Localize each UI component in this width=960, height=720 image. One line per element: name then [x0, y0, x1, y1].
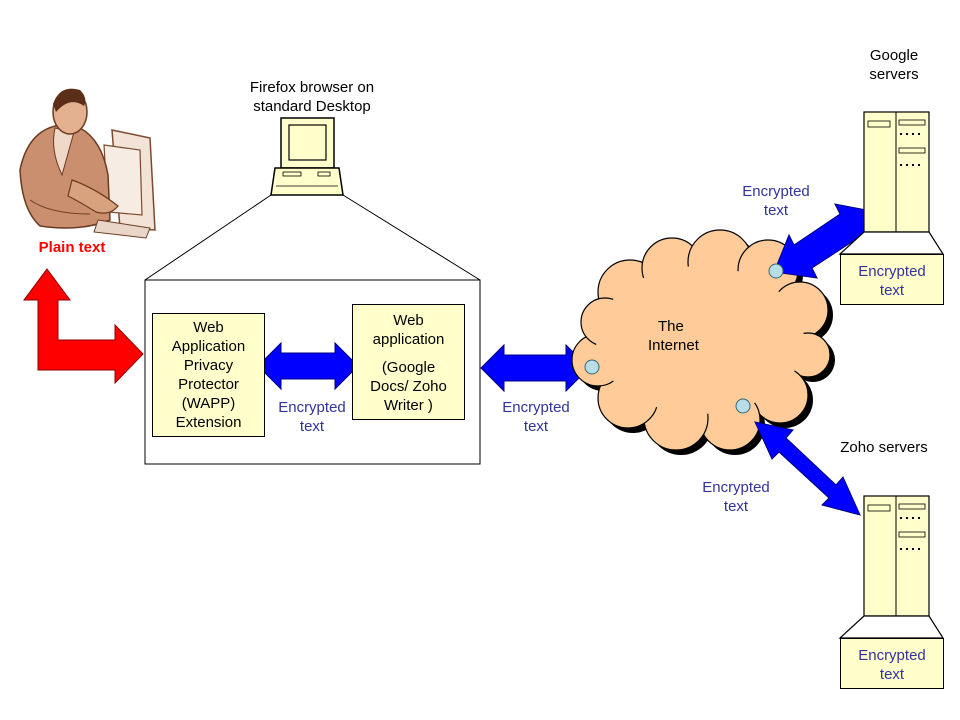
wapp-line: Extension [175, 414, 242, 431]
web-application-box: Web application (Google Docs/ Zoho Write… [352, 304, 465, 420]
internet-label: The Internet [648, 318, 699, 354]
google-encrypted-box: Encrypted text [840, 254, 944, 305]
connection-dot-zoho [735, 398, 751, 414]
connection-dot-webapp [584, 359, 600, 375]
wapp-line: Privacy [183, 357, 234, 374]
blue-arrow-internet-zoho [754, 421, 861, 516]
wapp-extension-box: Web Application Privacy Protector (WAPP)… [152, 313, 265, 437]
encrypted-text-label-2: Encrypted text [502, 399, 570, 435]
webapp-detail-line: (Google [381, 359, 436, 376]
wapp-line: Application [171, 338, 246, 355]
person-at-computer-icon [19, 88, 156, 239]
encrypted-text-label-1: Encrypted text [278, 399, 346, 435]
wapp-line: (WAPP) [181, 395, 236, 412]
browser-projection-line-right [342, 194, 481, 281]
webapp-title-line: application [372, 331, 445, 348]
connection-dot-google [768, 263, 784, 279]
google-server-icon [838, 111, 945, 255]
desktop-computer-icon [270, 117, 344, 196]
internet-cloud [571, 229, 831, 451]
encrypted-text-label-google: Encrypted text [742, 183, 810, 219]
plain-text-label: Plain text [38, 239, 106, 256]
wapp-line: Web [193, 319, 224, 336]
browser-projection-line-left [144, 194, 272, 281]
firefox-browser-label: Firefox browser on standard Desktop [249, 79, 375, 115]
zoho-servers-label: Zoho servers [840, 439, 928, 456]
webapp-detail-line: Writer ) [384, 397, 433, 414]
webapp-detail-line: Docs/ Zoho [370, 378, 447, 395]
zoho-encrypted-box: Encrypted text [840, 638, 944, 689]
google-servers-label: Google servers [869, 47, 919, 83]
webapp-title-line: Web [393, 312, 424, 329]
zoho-server-icon [838, 495, 945, 639]
encrypted-text-label-zoho: Encrypted text [702, 479, 770, 515]
red-bidirectional-arrow [23, 268, 144, 385]
wapp-line: Protector [178, 376, 239, 393]
